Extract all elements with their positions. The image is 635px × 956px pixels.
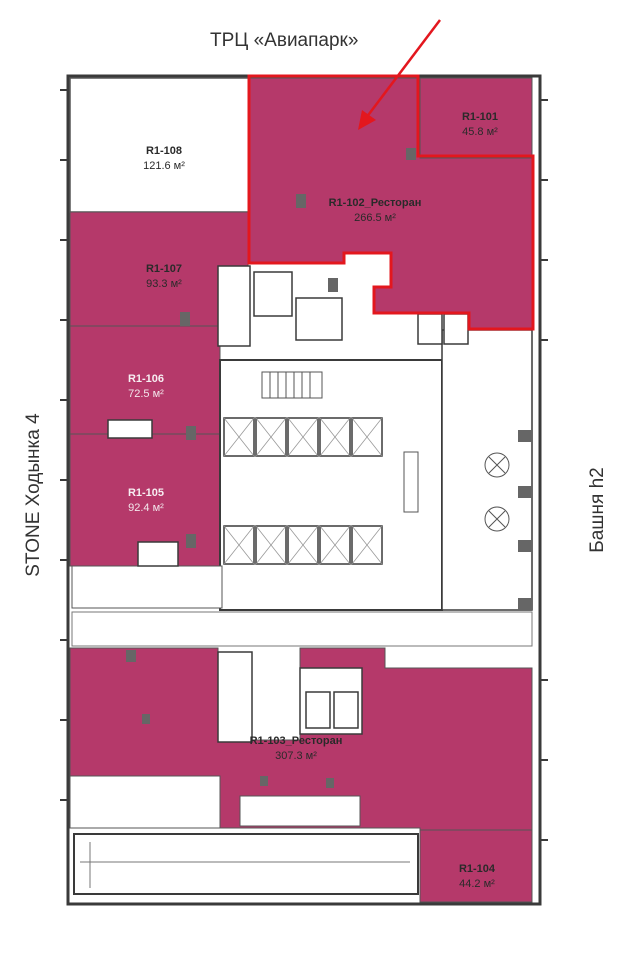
unit-r1-106-label: R1-106 72.5 м² [106, 372, 186, 402]
unit-area: 45.8 м² [462, 126, 498, 138]
unit-area: 93.3 м² [146, 278, 182, 290]
label-tower: Башня h2 [587, 467, 608, 553]
unit-area: 92.4 м² [128, 502, 164, 514]
pointer-arrow [358, 19, 441, 130]
service-room [69, 775, 221, 829]
ramp [73, 833, 419, 895]
unit-code: R1-108 [145, 145, 183, 157]
unit-code: R1-105 [127, 487, 165, 499]
unit-code: R1-101 [461, 111, 499, 123]
stairs [261, 371, 323, 399]
unit-area: 266.5 м² [354, 212, 396, 224]
elevator-bank-upper [223, 417, 383, 457]
unit-r1-108-label: R1-108 121.6 м² [124, 144, 204, 174]
unit-r1-105-label: R1-105 92.4 м² [106, 486, 186, 516]
unit-code: R1-103_Ресторан [249, 735, 343, 747]
service-room [239, 795, 361, 827]
label-mall: ТРЦ «Авиапарк» [210, 30, 359, 51]
central-core [219, 359, 443, 611]
label-stone-building: STONE Ходынка 4 [23, 413, 44, 577]
unit-area: 44.2 м² [459, 878, 495, 890]
unit-r1-103-label: R1-103_Ресторан 307.3 м² [236, 734, 356, 764]
unit-code: R1-107 [145, 263, 183, 275]
unit-r1-107-label: R1-107 93.3 м² [124, 262, 204, 292]
unit-code: R1-104 [458, 863, 496, 875]
unit-code: R1-106 [127, 373, 165, 385]
unit-r1-101-label: R1-101 45.8 м² [440, 110, 520, 140]
highlight-outline [247, 74, 535, 331]
unit-r1-108-shape[interactable] [69, 77, 251, 213]
unit-code: R1-102_Ресторан [328, 197, 422, 209]
columns [403, 430, 532, 610]
elevator-bank-lower [223, 525, 383, 565]
lobby-fixtures [484, 452, 510, 532]
lobby [441, 329, 533, 611]
unit-r1-104-shape[interactable] [419, 829, 533, 903]
unit-r1-101-shape[interactable] [419, 77, 533, 159]
unit-r1-106-shape[interactable] [69, 325, 221, 435]
unit-area: 72.5 м² [128, 388, 164, 400]
facade-ticks [60, 89, 548, 841]
unit-area: 307.3 м² [275, 750, 317, 762]
unit-r1-104-label: R1-104 44.2 м² [440, 862, 514, 892]
unit-r1-102-label: R1-102_Ресторан 266.5 м² [320, 196, 430, 226]
pillars [126, 148, 416, 788]
unit-area: 121.6 м² [143, 160, 185, 172]
